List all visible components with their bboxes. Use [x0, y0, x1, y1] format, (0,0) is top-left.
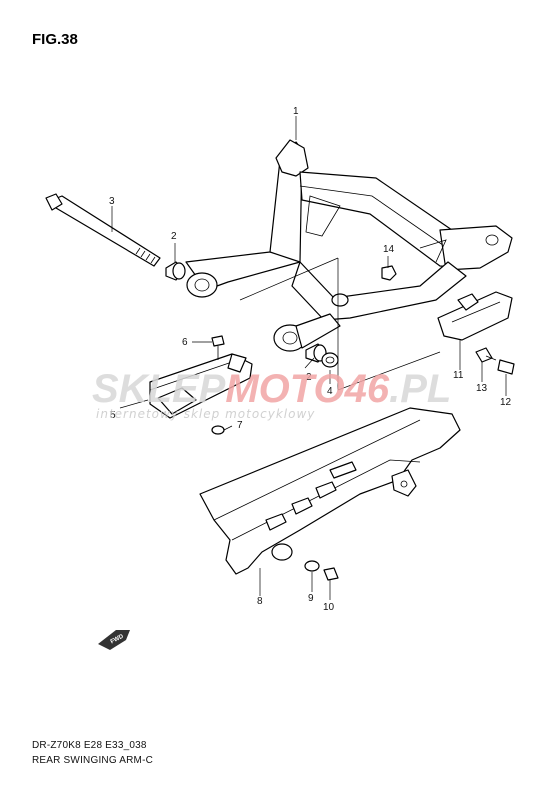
nut-part-14[interactable]: [381, 265, 397, 281]
bolt-part-12[interactable]: [485, 355, 515, 375]
swing-arm-part-1[interactable]: [185, 139, 513, 352]
pivot-bolt-part-3[interactable]: [45, 193, 161, 267]
callout-3: 3: [109, 196, 115, 207]
bolt-part-10[interactable]: [323, 567, 339, 581]
callout-12: 12: [500, 397, 512, 408]
watermark-brand: SKLEPMOTO46.PL: [92, 367, 451, 411]
chain-guide-part-11[interactable]: [437, 291, 513, 341]
callout-2-upper: 2: [171, 231, 177, 242]
watermark-brand-left: SKLEP: [92, 367, 226, 411]
watermark-brand-num: 46: [344, 367, 390, 411]
figure-title: FIG.38: [32, 31, 78, 48]
footer-code: DR-Z70K8 E28 E33_038: [32, 740, 147, 751]
callout-9: 9: [308, 593, 314, 604]
callout-11: 11: [453, 370, 464, 381]
spacer-part-13[interactable]: [475, 347, 493, 363]
callout-13: 13: [476, 383, 488, 394]
collar-part-4[interactable]: [321, 352, 339, 368]
chain-buffer-part-5[interactable]: [149, 353, 253, 419]
collar-part-9[interactable]: [304, 560, 320, 572]
callout-6: 6: [182, 337, 188, 348]
callout-2-lower: 2: [306, 372, 312, 383]
callout-14: 14: [383, 244, 395, 255]
chain-case-part-8[interactable]: [199, 407, 461, 575]
footer-name: REAR SWINGING ARM-C: [32, 755, 153, 766]
bushing-part-2-upper[interactable]: [165, 261, 186, 281]
callout-7: 7: [237, 420, 243, 431]
watermark-brand-right: .PL: [389, 367, 451, 411]
washer-part-7[interactable]: [211, 425, 225, 435]
leader-lines: [111, 116, 507, 600]
callout-4: 4: [327, 386, 333, 397]
fwd-arrow-badge: FWD: [98, 630, 130, 650]
callout-8: 8: [257, 596, 263, 607]
screw-part-6[interactable]: [211, 335, 225, 360]
callout-1: 1: [293, 106, 299, 117]
watermark-tagline: internetowy sklep motocyklowy: [96, 407, 315, 421]
callout-labels: 1 2 3 14 6 2 4 5 7 11 13 12 8 9 10: [109, 106, 512, 613]
callout-10: 10: [323, 602, 335, 613]
watermark-brand-mid: MOTO: [225, 367, 344, 411]
watermark: SKLEPMOTO46.PL internetowy sklep motocyk…: [92, 367, 451, 421]
callout-5: 5: [110, 410, 116, 421]
